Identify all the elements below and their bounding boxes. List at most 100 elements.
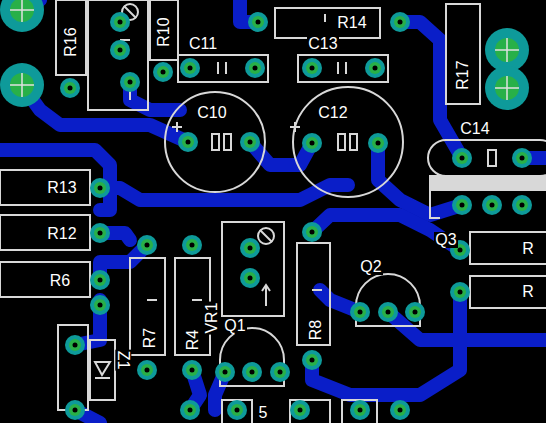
part-label: R17 — [455, 59, 471, 90]
part-label: 5 — [258, 405, 269, 421]
silkscreen — [217, 62, 219, 74]
pad-group — [350, 302, 370, 322]
pad-group — [0, 0, 532, 420]
pad-group — [60, 78, 80, 98]
silkscreen — [165, 92, 265, 192]
silkscreen — [258, 228, 274, 244]
pad-group — [485, 28, 529, 72]
part-label: VR1 — [204, 301, 220, 334]
pad-group — [240, 132, 260, 152]
part-label: R7 — [142, 327, 158, 349]
pad-group — [0, 0, 44, 32]
pad-group — [0, 63, 44, 107]
silkscreen — [172, 122, 300, 132]
pad-group — [182, 360, 202, 380]
pad-group — [65, 400, 85, 420]
pad-group — [390, 12, 410, 32]
copper-trace — [0, 150, 110, 210]
silkscreen — [488, 150, 496, 166]
part-label: R6 — [49, 273, 71, 289]
pad-group — [482, 195, 502, 215]
pad-group — [90, 270, 110, 290]
pad-group — [240, 268, 260, 288]
part-label: Q3 — [434, 232, 457, 248]
silkscreen — [224, 134, 231, 150]
pad-group — [290, 400, 310, 420]
pad-group — [485, 66, 529, 110]
silkscreen — [90, 340, 115, 400]
pad-group — [180, 400, 200, 420]
pad-group — [512, 195, 532, 215]
pad-group — [180, 58, 200, 78]
pad-group — [90, 223, 110, 243]
pad-group — [452, 195, 472, 215]
pad-group — [302, 133, 322, 153]
part-label: R13 — [46, 180, 77, 196]
silkscreen — [95, 362, 110, 378]
silkscreen — [470, 232, 546, 264]
pad-group — [350, 400, 370, 420]
part-label: Q2 — [359, 259, 382, 275]
pad-group — [242, 362, 262, 382]
pad-group — [450, 282, 470, 302]
silkscreen — [446, 4, 480, 104]
part-label: C11 — [188, 36, 218, 52]
part-label: R — [521, 284, 535, 300]
part-label: C13 — [307, 36, 338, 52]
part-label: R8 — [308, 319, 324, 341]
pad-group — [90, 178, 110, 198]
copper-trace — [100, 185, 348, 200]
silkscreen — [293, 87, 403, 197]
pad-group — [378, 302, 398, 322]
pad-group — [215, 362, 235, 382]
pad-group — [368, 133, 388, 153]
silkscreen — [0, 170, 90, 205]
pad-group — [302, 58, 322, 78]
silkscreen — [265, 286, 267, 306]
silkscreen — [56, 0, 86, 75]
silkscreen — [150, 0, 178, 60]
silkscreen — [222, 222, 284, 316]
pad-group — [245, 58, 265, 78]
part-label: Z1 — [115, 350, 131, 371]
pad-group — [178, 132, 198, 152]
silkscreen — [58, 325, 88, 410]
pad-group — [90, 295, 110, 315]
pad-group — [405, 302, 425, 322]
silkscreen — [260, 230, 272, 242]
silkscreen — [88, 0, 148, 110]
silkscreen — [430, 176, 440, 218]
pad-group — [182, 235, 202, 255]
part-label: R14 — [336, 15, 367, 31]
pad-group — [137, 360, 157, 380]
silkscreen — [428, 140, 546, 176]
silkscreen — [345, 62, 347, 74]
pad-group — [65, 335, 85, 355]
part-label: R12 — [46, 226, 77, 242]
pad-group — [302, 222, 322, 242]
silkscreen — [470, 276, 546, 308]
part-label: C10 — [196, 105, 227, 121]
silkscreen — [430, 176, 546, 190]
silkscreen — [275, 8, 380, 38]
pad-group — [240, 238, 260, 258]
silkscreen — [262, 285, 270, 291]
pad-group — [137, 235, 157, 255]
pad-group — [110, 12, 130, 32]
part-label: R16 — [63, 26, 79, 57]
silkscreen — [130, 258, 165, 355]
part-label: R10 — [156, 16, 172, 47]
pad-group — [120, 72, 140, 92]
part-label: C14 — [459, 121, 490, 137]
part-label: C12 — [317, 105, 348, 121]
silkscreen — [80, 14, 325, 300]
part-label: Q1 — [223, 318, 246, 334]
silkscreen — [0, 262, 90, 297]
silkscreen — [338, 134, 345, 150]
pad-group — [302, 350, 322, 370]
silkscreen — [342, 400, 377, 423]
silkscreen — [337, 62, 339, 74]
copper-trace — [400, 22, 462, 158]
pad-group — [110, 40, 130, 60]
